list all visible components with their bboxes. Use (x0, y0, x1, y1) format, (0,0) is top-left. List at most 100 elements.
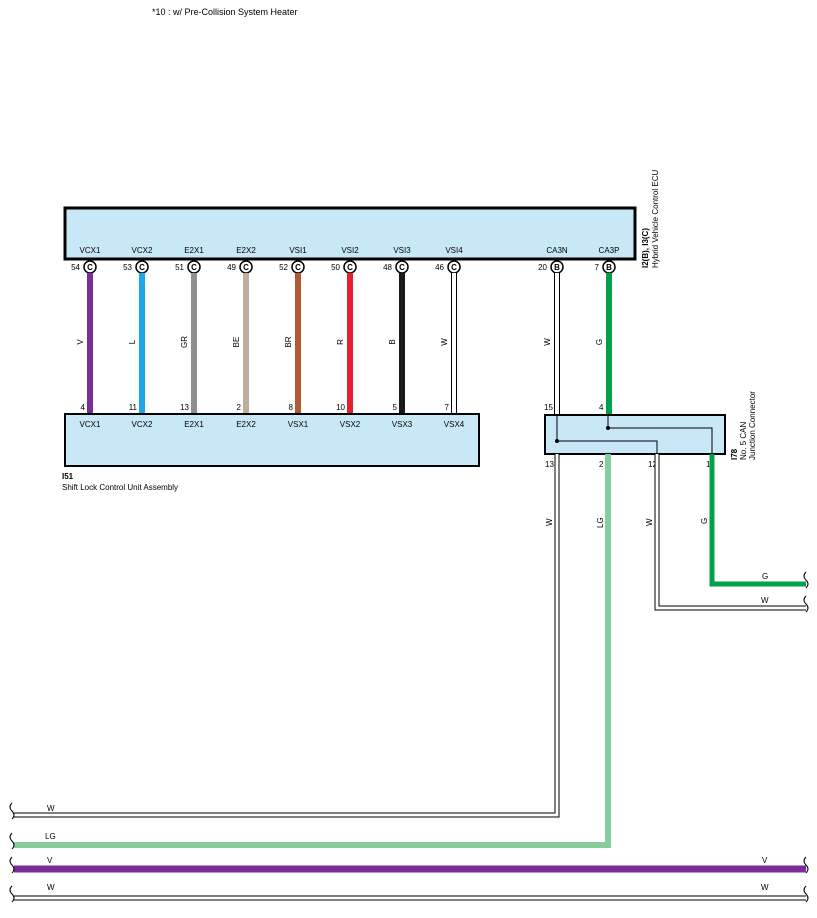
break-mark (803, 885, 809, 903)
ecu-pin-number: 50 (331, 263, 340, 272)
ecu-pin-number: 20 (538, 263, 547, 272)
wire-color-label: W (543, 338, 552, 346)
shift-lock-pin-number: 5 (393, 403, 398, 412)
ecu-box (63, 206, 637, 261)
ecu-pin-number: 49 (227, 263, 236, 272)
right-label-w: W (761, 596, 769, 605)
connector-letter: B (554, 263, 560, 272)
junction-pin-12: 12 (648, 460, 657, 469)
wire-color-label: W (440, 338, 449, 346)
ecu-pin-number: 7 (595, 263, 600, 272)
shift-lock-pin-label: E2X2 (236, 420, 256, 429)
ecu-pin-label: E2X2 (236, 246, 256, 255)
break-mark (9, 856, 15, 874)
bottom-label-v-right: V (762, 856, 768, 865)
connector-letter: C (347, 263, 353, 272)
wire-g-1 (709, 454, 806, 587)
bottom-label-v-left: V (47, 856, 53, 865)
break-mark (803, 856, 809, 874)
shift-lock-pin-number: 11 (129, 403, 138, 412)
junction-wire-label-lg: LG (596, 517, 605, 528)
connector-letter: C (87, 263, 93, 272)
junction-bus-g (607, 414, 713, 454)
connector-letter: C (139, 263, 145, 272)
ecu-name: Hybrid Vehicle Control ECU (651, 170, 660, 268)
shift-lock-pin-number: 7 (445, 403, 450, 412)
junction-name-1: No. 5 CAN (739, 422, 748, 460)
connector-letter: C (191, 263, 197, 272)
ecu-pin-number: 48 (383, 263, 392, 272)
junction-pin-2: 2 (599, 460, 604, 469)
connector-letter: C (399, 263, 405, 272)
ecu-pin-label: E2X1 (184, 246, 204, 255)
junction-pin-13: 13 (545, 460, 554, 469)
break-mark (803, 571, 809, 589)
bottom-label-w-left: W (47, 883, 55, 892)
junction-pin-1: 1 (706, 460, 711, 469)
junction-wire-label-w13: W (545, 518, 554, 526)
shift-lock-pin-label: VCX1 (80, 420, 101, 429)
ecu-pin-number: 52 (279, 263, 288, 272)
bottom-label-lg: LG (45, 832, 56, 841)
wire-color-label: BE (232, 337, 241, 348)
wire-color-label: BR (284, 336, 293, 347)
ecu-pin-label: VCX2 (132, 246, 153, 255)
wire-w-12-core (655, 454, 806, 610)
shift-lock-pin-number: 4 (81, 403, 86, 412)
connector-letter: C (295, 263, 301, 272)
shift-lock-pin-number: 13 (180, 403, 189, 412)
wire-w-13 (14, 454, 560, 818)
bottom-label-w1: W (47, 804, 55, 813)
shift-lock-pin-number: 8 (289, 403, 294, 412)
junction-pin-4: 4 (599, 403, 604, 412)
wire-color-label: L (128, 339, 137, 344)
wire-color-label: B (388, 339, 397, 344)
connector-letter: B (606, 263, 612, 272)
shift-lock-box (64, 413, 480, 467)
ecu-pin-label: VSI4 (445, 246, 463, 255)
ecu-pin-label: VSI3 (393, 246, 411, 255)
right-label-g: G (762, 572, 768, 581)
wire-lg-2 (14, 454, 611, 848)
ecu-pin-label: CA3N (546, 246, 568, 255)
wire-color-label: G (595, 339, 604, 345)
shift-lock-pin-label: VSX4 (444, 420, 465, 429)
shift-lock-name: Shift Lock Control Unit Assembly (62, 483, 178, 492)
junction-name-2: Junction Connector (748, 391, 757, 460)
ecu-pin-number: 46 (435, 263, 444, 272)
wire-color-label: GR (180, 336, 189, 348)
footnote: *10 : w/ Pre-Collision System Heater (152, 7, 298, 17)
ecu-pin-label: CA3P (599, 246, 620, 255)
junction-node-g (606, 426, 610, 430)
junction-node-w (555, 439, 559, 443)
shift-lock-pin-label: VCX2 (132, 420, 153, 429)
shift-lock-pin-number: 2 (237, 403, 242, 412)
shift-lock-pin-label: E2X1 (184, 420, 204, 429)
junction-wire-label-w12: W (645, 518, 654, 526)
break-marks (9, 571, 809, 903)
wire-color-label: V (76, 339, 85, 345)
junction-connector-box (544, 414, 726, 455)
junction-wire-label-g: G (700, 518, 709, 524)
shift-lock-pin-label: VSX3 (392, 420, 413, 429)
shift-lock-pin-label: VSX2 (340, 420, 361, 429)
shift-lock-code: I51 (62, 472, 74, 481)
wire-color-label: R (336, 339, 345, 345)
junction-bus-w (556, 414, 658, 454)
ecu-pin-number: 51 (175, 263, 184, 272)
break-mark (803, 595, 809, 613)
bottom-label-w-right: W (761, 883, 769, 892)
ecu-pin-label: VSI2 (341, 246, 359, 255)
shift-lock-pin-label: VSX1 (288, 420, 309, 429)
junction-pin-15: 15 (544, 403, 553, 412)
connector-letter: C (243, 263, 249, 272)
junction-code: I78 (730, 448, 739, 460)
ecu-pin-number: 53 (123, 263, 132, 272)
ecu-pin-label: VCX1 (80, 246, 101, 255)
wire-w-13-core (14, 454, 559, 817)
break-mark (9, 802, 15, 820)
shift-lock-pin-number: 10 (336, 403, 345, 412)
